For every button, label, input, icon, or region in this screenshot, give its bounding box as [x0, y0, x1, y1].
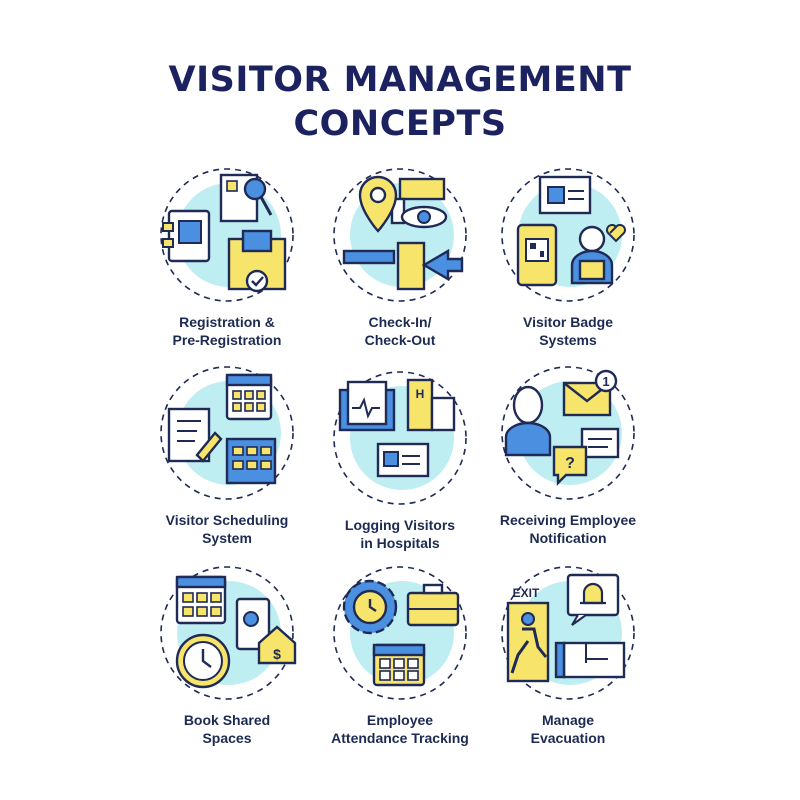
concept-label: Logging Visitors in Hospitals: [344, 517, 456, 551]
concept-employee-notification: 1 ? Receiving Employee Notification: [448, 363, 688, 563]
concept-label: Check-In/ Check-Out: [364, 314, 436, 348]
registration-icon: [160, 168, 294, 302]
check-in-out-icon: [333, 168, 467, 302]
concept-attendance-tracking: Employee Attendance Tracking: [280, 563, 520, 763]
concept-registration: Registration & Pre-Registration: [107, 165, 347, 365]
concept-label: Book Shared Spaces: [183, 712, 271, 746]
exit-sign: EXIT: [513, 586, 540, 600]
concept-hospital-logging: H Logging Visitors in Hospitals: [280, 368, 520, 568]
notification-count-badge: 1: [602, 374, 609, 389]
employee-notification-icon: 1 ?: [501, 366, 635, 500]
concept-scheduling: Visitor Scheduling System: [107, 363, 347, 563]
visitor-badge-icon: [501, 168, 635, 302]
dollar-sign: $: [273, 646, 281, 662]
concept-label: Manage Evacuation: [530, 712, 606, 746]
attendance-tracking-icon: [333, 566, 467, 700]
evacuation-icon: EXIT: [501, 566, 635, 700]
scheduling-icon: [160, 366, 294, 500]
hospital-logging-icon: H: [333, 371, 467, 505]
title-line-1: VISITOR MANAGEMENT: [168, 60, 632, 100]
concept-evacuation: EXIT Manage Evacuation: [448, 563, 688, 763]
page-title: VISITOR MANAGEMENT CONCEPTS: [0, 58, 800, 146]
concept-visitor-badge: Visitor Badge Systems: [448, 165, 688, 365]
svg-text:H: H: [416, 387, 425, 401]
concept-label: Receiving Employee Notification: [499, 512, 637, 546]
concept-check-in-out: Check-In/ Check-Out: [280, 165, 520, 365]
concept-label: Registration & Pre-Registration: [172, 314, 282, 348]
concept-book-spaces: $ Book Shared Spaces: [107, 563, 347, 763]
concept-label: Visitor Badge Systems: [523, 314, 613, 348]
title-line-2: CONCEPTS: [293, 104, 507, 144]
concept-label: Employee Attendance Tracking: [331, 712, 469, 746]
concept-label: Visitor Scheduling System: [165, 512, 289, 546]
book-spaces-icon: $: [160, 566, 297, 700]
question-mark: ?: [565, 455, 575, 472]
